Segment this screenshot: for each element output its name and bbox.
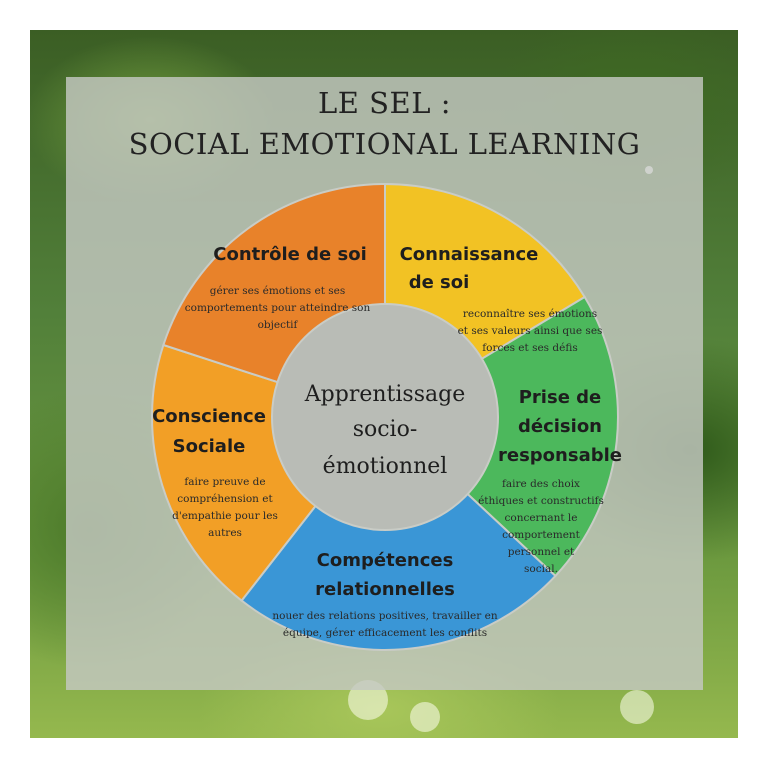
- segment-description-line: faire des choix: [502, 478, 580, 490]
- segment-description-line: forces et ses défis: [482, 342, 578, 354]
- segment-title-line: Compétences: [316, 550, 454, 571]
- segment-title-line: Sociale: [172, 436, 246, 457]
- segment-description-line: nouer des relations positives, travaille…: [272, 610, 498, 622]
- segment-description-line: social.: [524, 563, 558, 575]
- segment-title-line: Conscience: [152, 406, 266, 427]
- wheel-segment-decision: [383, 295, 619, 578]
- segment-description-line: compréhension et: [177, 493, 273, 505]
- segment-description-line: comportements pour atteindre son: [184, 302, 371, 314]
- center-label-line: socio-: [352, 417, 418, 442]
- segment-description-line: éthiques et constructifs: [478, 495, 604, 507]
- segment-description-line: équipe, gérer efficacement les conflits: [282, 627, 488, 639]
- title-line-2: SOCIAL EMOTIONAL LEARNING: [128, 127, 641, 161]
- segment-title-line: Prise de: [518, 387, 602, 408]
- segment-description-line: personnel et: [507, 546, 575, 558]
- segment-title-line: relationnelles: [315, 579, 455, 600]
- segment-title-line: responsable: [498, 445, 622, 466]
- segment-title-line: Contrôle de soi: [213, 244, 367, 265]
- segment-description-line: concernant le: [504, 512, 578, 524]
- segment-title-line: Connaissance: [399, 244, 539, 265]
- segment-description-line: autres: [208, 527, 242, 539]
- segment-description-line: gérer ses émotions et ses: [209, 285, 346, 297]
- segment-description-line: objectif: [257, 319, 298, 331]
- bokeh-light: [620, 690, 654, 724]
- segment-title-line: de soi: [408, 272, 470, 293]
- center-label-line: émotionnel: [322, 454, 448, 479]
- segment-description-line: comportement: [502, 529, 580, 541]
- segment-description-line: faire preuve de: [184, 476, 266, 488]
- center-circle: [271, 303, 499, 531]
- segment-description-line: reconnaître ses émotions: [462, 308, 598, 320]
- segment-description-line: d'empathie pour les: [172, 510, 278, 522]
- bokeh-light: [410, 702, 440, 732]
- wheel-segment-relationnelles: [240, 415, 557, 651]
- segment-description-line: et ses valeurs ainsi que ses: [457, 325, 603, 337]
- title-line-1: LE SEL :: [318, 86, 451, 120]
- center-label-line: Apprentissage: [304, 382, 466, 407]
- segment-title-line: décision: [518, 416, 602, 437]
